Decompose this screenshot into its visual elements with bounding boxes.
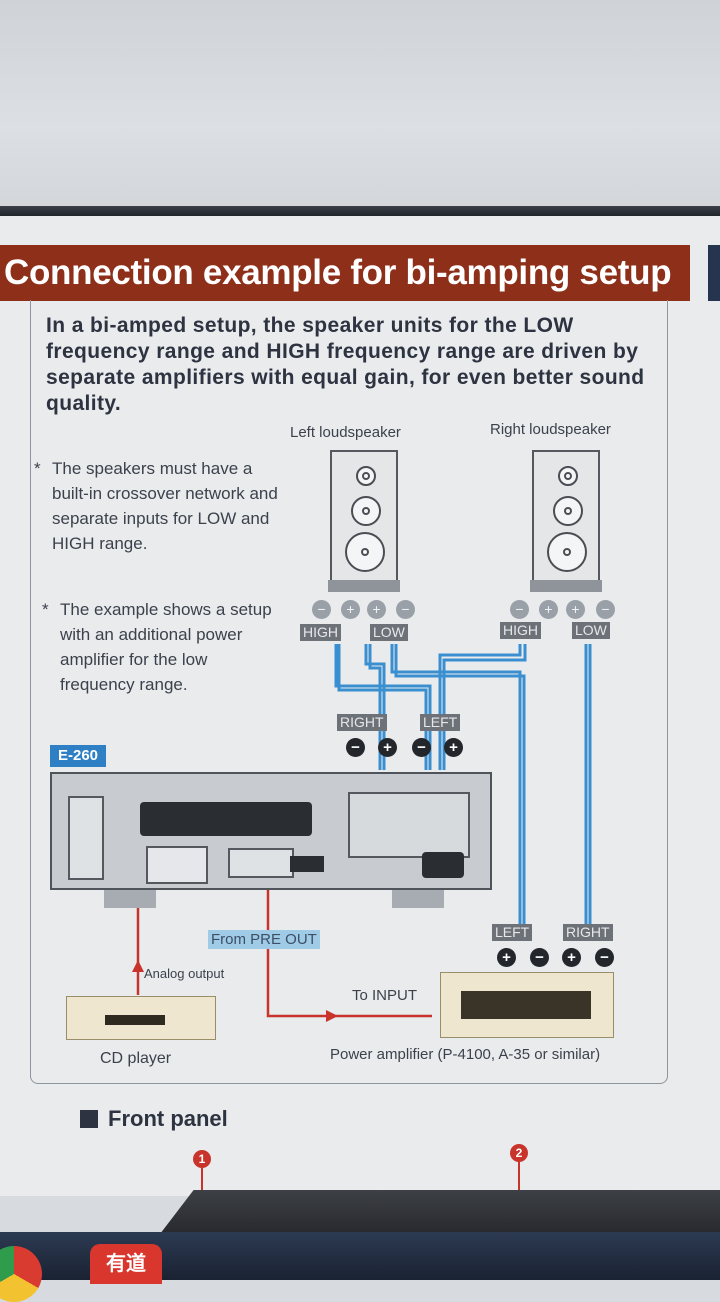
cd-player-label: CD player (100, 1050, 172, 1067)
wire-arrowheads (132, 960, 338, 1022)
rca-jacks-icon (140, 802, 312, 836)
right-high-tag: HIGH (500, 622, 541, 639)
left-high-plus: + (341, 600, 360, 619)
option-slot (228, 848, 294, 878)
amp-foot-left (104, 890, 156, 908)
callout-badge-2: 2 (510, 1144, 528, 1162)
front-panel-photo (160, 1190, 720, 1234)
right-low-minus: − (596, 600, 615, 619)
screen-glare (0, 0, 720, 210)
left-low-tag: LOW (370, 624, 408, 641)
youdao-app-icon[interactable]: 有道 (90, 1244, 162, 1284)
right-high-minus: − (510, 600, 529, 619)
note-text: The speakers must have a built-in crosso… (52, 459, 278, 553)
left-low-minus: − (396, 600, 415, 619)
ac-inlet-icon (422, 852, 464, 878)
left-high-tag: HIGH (300, 624, 341, 641)
integrated-amplifier-rear (50, 772, 492, 890)
note-power-amp: * The example shows a setup with an addi… (42, 597, 282, 697)
left-speaker (328, 450, 400, 592)
poweramp-right-tag: RIGHT (563, 924, 613, 941)
speaker-base (328, 580, 400, 592)
rear-slot (68, 796, 104, 880)
e260-left-plus: + (444, 738, 463, 757)
front-panel-heading: Front panel (80, 1106, 228, 1132)
right-speaker-label: Right loudspeaker (490, 421, 611, 438)
woofer-icon (345, 532, 385, 572)
model-tag: E-260 (50, 745, 107, 767)
woofer-icon (547, 532, 587, 572)
tweeter-icon (356, 466, 376, 486)
left-speaker-label: Left loudspeaker (290, 424, 401, 441)
from-pre-out-label: From PRE OUT (208, 930, 320, 949)
callout-badge-1: 1 (193, 1150, 211, 1168)
left-low-plus: + (367, 600, 386, 619)
next-page-edge (708, 245, 720, 301)
power-amplifier (440, 972, 614, 1038)
note-text: The example shows a setup with an additi… (60, 600, 272, 694)
speaker-base (530, 580, 602, 592)
midrange-icon (553, 496, 583, 526)
right-speaker (530, 450, 602, 592)
e260-right-plus: + (378, 738, 397, 757)
amp-meters (461, 991, 591, 1019)
left-high-minus: − (312, 600, 331, 619)
analog-output-label: Analog output (144, 966, 225, 981)
e260-right-minus: − (346, 738, 365, 757)
front-panel-text: Front panel (108, 1106, 228, 1131)
section-title: Connection example for bi-amping setup (0, 245, 690, 301)
note-star: * (34, 459, 41, 478)
to-input-label: To INPUT (352, 987, 418, 1004)
diagram-frame (30, 300, 668, 1084)
note-star: * (42, 600, 49, 619)
amp-foot-right (392, 890, 444, 908)
e260-right-tag: RIGHT (337, 714, 387, 731)
poweramp-left-plus: + (497, 948, 516, 967)
square-bullet-icon (80, 1110, 98, 1128)
xlr-jacks-icon (146, 846, 208, 884)
power-amplifier-label: Power amplifier (P-4100, A-35 or similar… (330, 1046, 601, 1063)
midrange-icon (351, 496, 381, 526)
e260-left-minus: − (412, 738, 431, 757)
right-high-plus: + (539, 600, 558, 619)
cd-player (66, 996, 216, 1040)
poweramp-left-minus: − (530, 948, 549, 967)
right-low-tag: LOW (572, 622, 610, 639)
right-low-plus: + (566, 600, 585, 619)
cd-tray (105, 1015, 165, 1025)
monitor-bezel (0, 206, 720, 216)
note-crossover: * The speakers must have a built-in cros… (34, 456, 287, 556)
intro-text: In a bi-amped setup, the speaker units f… (46, 314, 645, 415)
speaker-terminals-icon (348, 792, 470, 858)
e260-left-tag: LEFT (420, 714, 461, 731)
poweramp-left-tag: LEFT (492, 924, 533, 941)
switch-icon (290, 856, 324, 872)
tweeter-icon (558, 466, 578, 486)
poweramp-right-plus: + (562, 948, 581, 967)
poweramp-right-minus: − (595, 948, 614, 967)
